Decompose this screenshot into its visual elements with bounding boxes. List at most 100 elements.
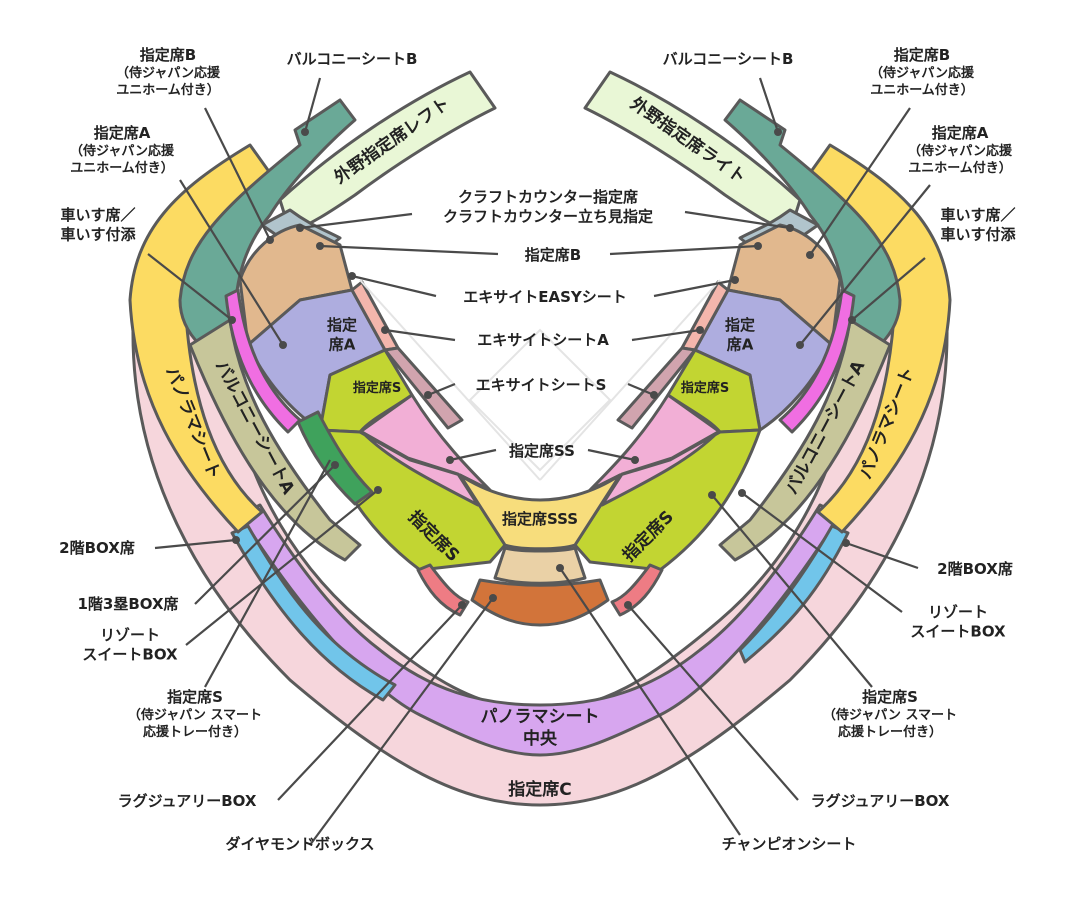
leader-exciting-a-left [384, 328, 456, 342]
callout-wheelchair-right: 車いす席／ 車いす付添 [940, 206, 1016, 244]
zone-label-shitei-c: 指定席C [508, 779, 571, 800]
dot-luxury-left [458, 601, 466, 609]
callout-shitei-b-samurai-right: 指定席B（侍ジャパン応援ユニホーム付き） [870, 46, 975, 98]
field-lines [359, 279, 721, 481]
leader-champion [559, 567, 741, 836]
dot-1f-3b-box [331, 461, 339, 469]
callout-wheelchair-left-line: 車いす付添 [60, 226, 136, 244]
callout-labels: バルコニーシートB バルコニーシートB 指定席B（侍ジャパン応援ユニホーム付き）… [59, 46, 1016, 853]
dot-balcony-b-right [774, 128, 782, 136]
zone-label-shitei-a-left: 指定席A [327, 316, 357, 354]
zone-label-shitei-a-right-line: 指定 [725, 316, 755, 334]
callout-exciting-s: エキサイトシートS [476, 376, 607, 394]
callout-exciting-a: エキサイトシートA [477, 331, 609, 349]
callout-shitei-ss: 指定席SS [509, 442, 575, 460]
callout-shitei-b-samurai-left-line: 指定席B [140, 46, 196, 64]
zone-label-shitei-a-right: 指定席A [725, 316, 755, 354]
zone-exciting-s-left[interactable] [383, 346, 464, 430]
zone-diamond-box[interactable] [470, 578, 610, 627]
zone-balcony-a-right[interactable] [718, 318, 892, 562]
dot-balcony-b-left [301, 128, 309, 136]
leader-wheelchair-right [851, 257, 926, 321]
callout-shitei-a-samurai-left-line: ユニホーム付き） [70, 160, 174, 176]
zone-outfield-left[interactable] [278, 70, 497, 234]
callout-resort-right-line: リゾート [928, 603, 988, 621]
dot-resort-left [374, 486, 382, 494]
leader-balcony-b-left [303, 77, 322, 133]
callout-shitei-a-samurai-right-line: （侍ジャパン応援 [908, 143, 1013, 159]
zone-resort-suite-left[interactable] [296, 410, 374, 506]
callout-wheelchair-left: 車いす席／ 車いす付添 [60, 206, 136, 244]
zone-balcony-a-left[interactable] [188, 318, 362, 562]
leader-shitei-s-samurai-left [204, 459, 331, 688]
callout-shitei-s-samurai-left-line: 指定席S [167, 688, 223, 706]
callout-wheelchair-right-line: 車いす付添 [940, 226, 1016, 244]
zone-label-shitei-s-small-right: 指定席S [681, 380, 729, 396]
zone-champion-seat[interactable] [493, 546, 587, 585]
dot-easy-left [348, 272, 356, 280]
leader-exciting-a-right [631, 328, 701, 342]
callout-diamond-box: ダイヤモンドボックス [225, 835, 374, 853]
leader-wheelchair-left [147, 253, 233, 321]
zone-wheelchair-right[interactable] [778, 288, 856, 434]
leader-shitei-a-samurai-left [179, 179, 284, 346]
zone-exciting-s-right[interactable] [616, 346, 697, 430]
dot-exciting-s-left [424, 391, 432, 399]
callout-shitei-a-samurai-left: 指定席A（侍ジャパン応援ユニホーム付き） [70, 124, 175, 176]
callout-balcony-b-right: バルコニーシートB [663, 50, 794, 68]
callout-resort-right: リゾートスイートBOX [910, 603, 1006, 641]
zone-shitei-sss[interactable] [458, 473, 622, 551]
leader-luxury-right [627, 604, 799, 801]
zone-label-shitei-a-right-line: 席A [727, 336, 754, 354]
dot-exciting-a-left [381, 326, 389, 334]
callout-shitei-a-samurai-right-line: 指定席A [932, 124, 989, 142]
callout-2f-box-right: 2階BOX席 [937, 560, 1013, 578]
leader-shitei-ss-left [449, 448, 497, 462]
leader-1f-3b-box [194, 464, 336, 605]
zone-label-panorama-chuo-line: パノラマシート [481, 707, 600, 727]
zone-label-shitei-sss: 指定席SSS [502, 510, 578, 528]
callout-shitei-b-samurai-left: 指定席B（侍ジャパン応援ユニホーム付き） [116, 46, 221, 98]
leader-easy-right [653, 278, 736, 298]
callout-wheelchair-right-line: 車いす席／ [940, 206, 1015, 224]
dot-resort-right [738, 489, 746, 497]
dot-easy-right [731, 276, 739, 284]
dot-wheelchair-left [228, 316, 236, 324]
callout-shitei-b-samurai-right-line: 指定席B [894, 46, 950, 64]
callout-shitei-b-samurai-left-line: ユニホーム付き） [116, 82, 220, 98]
leader-exciting-s-right [627, 382, 655, 397]
zone-outfield-right[interactable] [583, 70, 802, 234]
zone-label-panorama-chuo: パノラマシート中央 [481, 707, 600, 749]
callout-shitei-a-samurai-left-line: 指定席A [94, 124, 151, 142]
callout-resort-left-line: スイートBOX [82, 646, 178, 664]
dot-wheelchair-right [848, 316, 856, 324]
callout-resort-left: リゾートスイートBOX [82, 626, 178, 664]
dot-exciting-a-right [696, 326, 704, 334]
leader-balcony-b-right [758, 77, 780, 133]
dot-shitei-b-right [754, 242, 762, 250]
leader-exciting-s-left [427, 382, 456, 397]
callout-shitei-s-samurai-left-line: 応援トレー付き） [143, 724, 247, 740]
leader-shitei-ss-right [587, 448, 636, 462]
zone-2f-box-left[interactable] [230, 524, 397, 702]
zone-luxury-box-left[interactable] [416, 563, 470, 617]
callout-wheelchair-left-line: 車いす席／ [60, 206, 135, 224]
zone-luxury-box-right[interactable] [610, 563, 664, 617]
callout-exciting-easy: エキサイトEASYシート [463, 288, 627, 306]
callout-shitei-a-samurai-right-line: ユニホーム付き） [908, 160, 1012, 176]
zone-label-shitei-s-small-left: 指定席S [353, 380, 401, 396]
callout-2f-box-left: 2階BOX席 [59, 539, 135, 557]
leader-craft-right [684, 210, 791, 230]
zone-label-shitei-a-left-line: 席A [329, 336, 356, 354]
callout-shitei-s-samurai-left-line: （侍ジャパン スマート [128, 707, 262, 723]
leader-shitei-b-right [609, 244, 759, 256]
callout-shitei-s-samurai-right-line: 応援トレー付き） [838, 724, 942, 740]
leader-shitei-b-samurai-left [204, 107, 271, 241]
callout-champion-seat: チャンピオンシート [722, 835, 857, 853]
callout-shitei-s-samurai-left: 指定席S（侍ジャパン スマート応援トレー付き） [128, 688, 262, 740]
callout-shitei-s-samurai-right-line: 指定席S [862, 688, 918, 706]
callout-shitei-a-samurai-right: 指定席A（侍ジャパン応援ユニホーム付き） [908, 124, 1013, 176]
callout-shitei-s-samurai-right: 指定席S（侍ジャパン スマート応援トレー付き） [823, 688, 957, 740]
callout-1f-3b-box: 1階3塁BOX席 [77, 595, 178, 613]
